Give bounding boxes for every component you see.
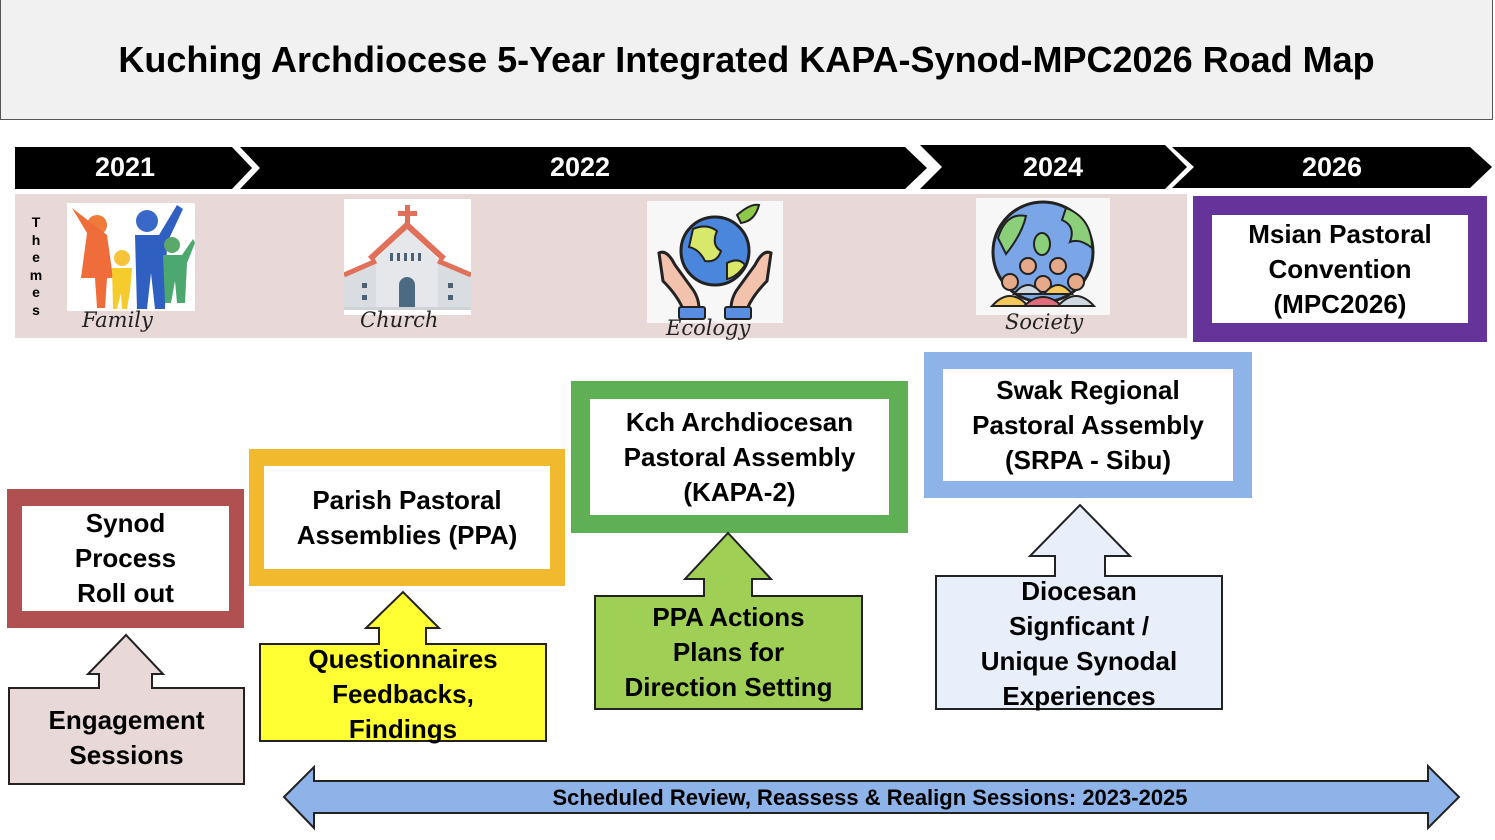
chevron-2024 — [920, 145, 1187, 189]
review-sessions-label: Scheduled Review, Reassess & Realign Ses… — [552, 785, 1188, 810]
ppa-actions-callout-shape — [594, 531, 863, 710]
year-2026-label: 2026 — [1301, 152, 1363, 182]
page-title: Kuching Archdiocese 5-Year Integrated KA… — [118, 38, 1375, 80]
ecology-globe-hands-icon — [647, 201, 783, 323]
church-icon — [342, 199, 472, 315]
chevron-2021 — [15, 147, 252, 189]
year-2021-label: 2021 — [94, 152, 156, 182]
theme-family-label: Family — [82, 308, 153, 332]
theme-society-label: Society — [1005, 310, 1084, 334]
theme-ecology-label: Ecology — [666, 316, 751, 340]
family-icon — [67, 203, 195, 311]
chevron-2026 — [1172, 147, 1492, 188]
year-2024-label: 2024 — [1022, 152, 1084, 182]
questionnaires-callout-shape — [259, 590, 547, 742]
review-double-arrow-shape — [282, 763, 1461, 831]
chevron-2022 — [240, 147, 927, 189]
diocesan-callout-shape — [935, 503, 1223, 710]
engagement-callout-shape — [8, 633, 245, 785]
society-globe-people-icon — [976, 198, 1110, 315]
theme-church-label: Church — [360, 308, 439, 332]
title-banner: Kuching Archdiocese 5-Year Integrated KA… — [0, 0, 1493, 120]
timeline-chevron-bar — [15, 145, 1492, 189]
year-2022-label: 2022 — [549, 152, 611, 182]
